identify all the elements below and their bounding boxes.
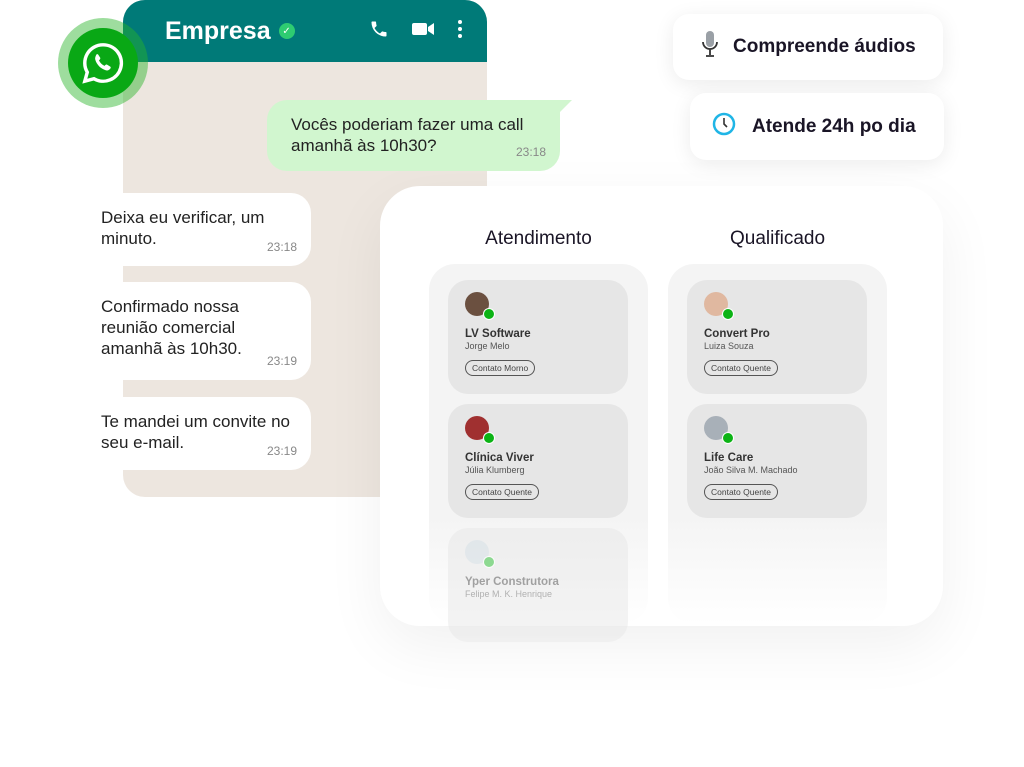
avatar	[704, 292, 734, 320]
whatsapp-badge-icon	[483, 432, 495, 444]
message-time: 23:19	[266, 444, 297, 458]
message-text: Deixa eu verificar, um minuto.	[101, 208, 265, 248]
feature-24h: Atende 24h po dia	[690, 93, 944, 160]
phone-call-icon[interactable]	[369, 19, 389, 44]
company-name: LV Software	[465, 328, 531, 340]
chat-header: Empresa ✓	[123, 0, 487, 62]
feature-label: Atende 24h po dia	[752, 115, 916, 137]
contact-name: Jorge Melo	[465, 341, 510, 351]
status-tag: Contato Quente	[465, 484, 540, 500]
whatsapp-badge-icon	[483, 308, 495, 320]
company-name: Life Care	[704, 452, 754, 464]
whatsapp-badge-icon	[722, 432, 734, 444]
whatsapp-badge-icon	[483, 556, 495, 568]
message-text: Vocês poderiam fazer uma call amanhã às …	[291, 115, 524, 155]
message-received: Confirmado nossa reunião comercial amanh…	[85, 282, 311, 380]
message-received: Deixa eu verificar, um minuto.23:18	[85, 193, 311, 266]
company-name: Clínica Viver	[465, 452, 534, 464]
message-time: 23:19	[266, 354, 297, 368]
avatar	[465, 416, 495, 444]
video-call-icon[interactable]	[411, 20, 435, 43]
microphone-icon	[701, 30, 719, 64]
whatsapp-badge-icon	[722, 308, 734, 320]
feature-audio: Compreende áudios	[673, 14, 943, 80]
message-text: Confirmado nossa reunião comercial amanh…	[101, 297, 242, 358]
status-tag: Contato Quente	[704, 360, 779, 376]
message-time: 23:18	[515, 145, 546, 159]
contact-name: Felipe M. K. Henrique	[465, 589, 553, 599]
status-tag: Contato Quente	[704, 484, 779, 500]
message-time: 23:18	[266, 240, 297, 254]
column-title: Qualificado	[729, 228, 826, 249]
avatar	[465, 540, 495, 568]
avatar	[704, 416, 734, 444]
column-title: Atendimento	[485, 228, 592, 249]
contact-name: Júlia Klumberg	[465, 465, 525, 475]
status-tag: Contato Morno	[465, 360, 536, 376]
message-sent: Vocês poderiam fazer uma call amanhã às …	[267, 100, 572, 171]
contact-name: Luiza Souza	[704, 341, 754, 351]
more-options-icon[interactable]	[457, 19, 463, 44]
contact-name: João Silva M. Machado	[704, 465, 798, 475]
feature-label: Compreende áudios	[733, 36, 916, 57]
avatar	[465, 292, 495, 320]
company-name: Yper Construtora	[465, 576, 559, 588]
contact-name: Empresa	[165, 16, 271, 45]
verified-badge-icon: ✓	[278, 23, 295, 39]
company-name: Convert Pro	[704, 328, 770, 340]
clock-icon	[712, 112, 736, 142]
message-received: Te mandei um convite no seu e-mail.23:19	[85, 397, 311, 470]
whatsapp-logo-icon	[58, 18, 148, 108]
message-text: Te mandei um convite no seu e-mail.	[101, 412, 290, 452]
